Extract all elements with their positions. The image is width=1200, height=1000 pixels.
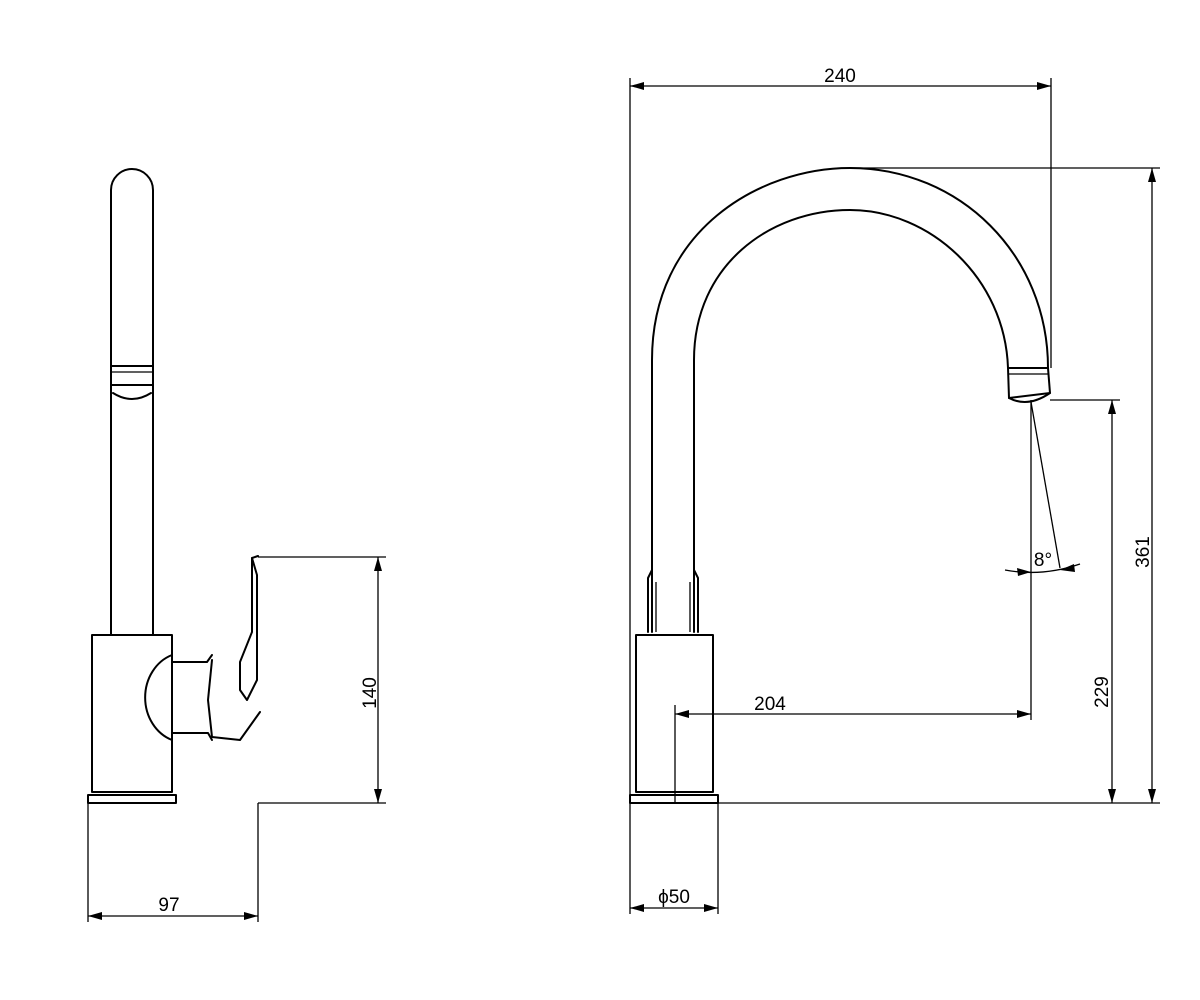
dim-229-label: 229 (1092, 676, 1113, 708)
front-dim-204: 204 (674, 400, 1032, 803)
side-handle-hub (144, 654, 261, 741)
side-valve-body (91, 634, 173, 793)
side-dim-140: 140 (258, 556, 386, 804)
dim-8deg-label: 8° (1034, 550, 1052, 571)
dim-50-label: ϕ50 (658, 887, 690, 908)
dim-240-label: 240 (824, 66, 856, 87)
dim-204-label: 204 (754, 694, 786, 715)
front-dim-8deg: 8° (1004, 401, 1081, 576)
side-base-plate (87, 794, 177, 804)
side-view: 140 97 (87, 168, 386, 922)
front-dim-240: 240 (629, 66, 1052, 795)
front-base-plate (629, 794, 719, 804)
front-spout-sleeve (647, 569, 699, 633)
front-valve-body (635, 634, 714, 793)
front-dim-50: ϕ50 (629, 803, 719, 914)
dim-140-label: 140 (360, 677, 381, 709)
front-dim-361: 361 (718, 167, 1160, 804)
dim-361-label: 361 (1133, 536, 1154, 568)
front-dim-229: 229 (1050, 399, 1120, 803)
side-spout-pipe (110, 168, 154, 636)
dim-97-label: 97 (158, 895, 179, 916)
front-view: 240 361 229 204 (629, 66, 1160, 914)
front-spout (651, 167, 1051, 633)
side-lever-handle (239, 555, 259, 701)
side-dim-97: 97 (87, 803, 259, 922)
